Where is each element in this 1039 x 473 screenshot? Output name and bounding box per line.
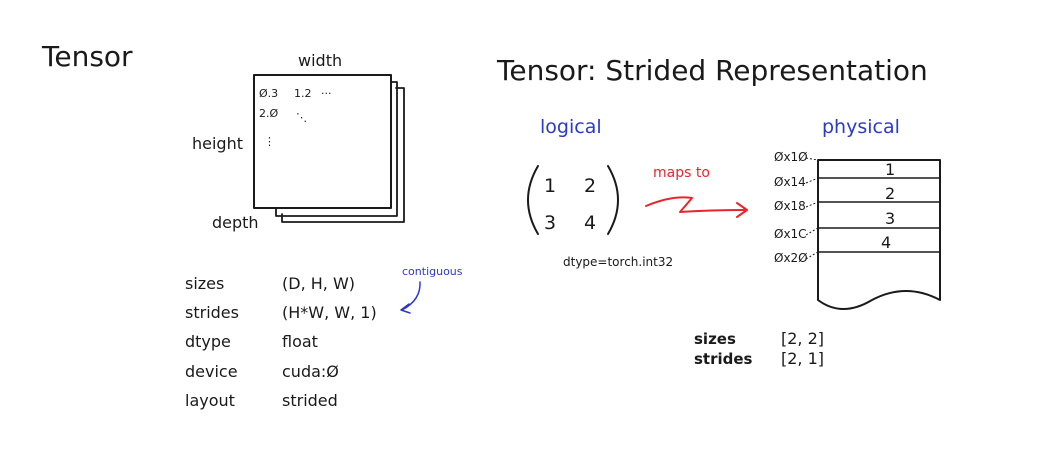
address-0: Øx1Ø: [774, 150, 808, 164]
leader-3: [805, 227, 819, 236]
tensor-cube: [253, 74, 405, 223]
width-label: width: [298, 51, 342, 70]
cube-back-sheet: [281, 87, 405, 223]
matrix-cell-c: 3: [544, 212, 556, 234]
contiguous-arrow-icon: [400, 281, 421, 314]
cell-r3c1: ⋮: [264, 135, 275, 148]
prop-key-device: device: [185, 362, 238, 381]
cell-r1c2: 1.2: [294, 87, 312, 100]
strided-sizes-key: sizes: [694, 330, 736, 348]
prop-value-strides: (H*W, W, 1): [282, 303, 377, 322]
matrix-left-paren: [527, 165, 539, 235]
prop-key-sizes: sizes: [185, 274, 224, 293]
prop-value-sizes: (D, H, W): [282, 274, 355, 293]
address-3: Øx1C: [774, 227, 807, 241]
matrix-cell-a: 1: [544, 175, 556, 197]
strided-properties: sizes [2, 2] strides [2, 1]: [694, 329, 824, 368]
memory-cell-0: 1: [885, 160, 895, 179]
leader-0: [805, 157, 819, 161]
address-4: Øx2Ø: [774, 251, 808, 265]
logical-label: logical: [540, 116, 602, 138]
strided-strides-value: [2, 1]: [781, 349, 824, 368]
prop-key-layout: layout: [185, 391, 235, 410]
prop-key-strides: strides: [185, 303, 239, 322]
properties-table: sizes (D, H, W) strides (H*W, W, 1) dtyp…: [185, 274, 377, 410]
matrix-cell-d: 4: [584, 212, 596, 234]
cell-r1c1: Ø.3: [259, 87, 278, 100]
memory-cell-1: 2: [885, 184, 895, 203]
cell-r2c2: ⋱: [296, 111, 307, 124]
memory-cell-3: 4: [881, 233, 891, 252]
physical-label: physical: [822, 116, 900, 138]
prop-value-dtype: float: [282, 332, 318, 351]
logical-matrix: 1 2 3 4: [527, 165, 619, 235]
depth-label: depth: [212, 213, 259, 232]
strided-title: Tensor: Strided Representation: [496, 54, 928, 87]
memory-cell-2: 3: [885, 209, 895, 228]
cube-middle-sheet: [275, 81, 398, 217]
height-label: height: [192, 134, 243, 153]
memory-addresses: Øx1Ø Øx14 Øx18 Øx1C Øx2Ø: [774, 150, 808, 265]
prop-value-layout: strided: [282, 391, 338, 410]
cube-front-sheet: [253, 74, 392, 209]
strided-strides-key: strides: [694, 350, 753, 368]
tensor-title: Tensor: [41, 40, 133, 73]
memory-block: 1 2 3 4: [805, 157, 941, 310]
contiguous-annotation: contiguous: [402, 265, 463, 278]
prop-value-device: cuda:Ø: [282, 362, 339, 381]
cell-r1c3: ···: [321, 87, 332, 100]
prop-key-dtype: dtype: [185, 332, 231, 351]
address-2: Øx18: [774, 199, 806, 213]
address-1: Øx14: [774, 175, 806, 189]
dtype-label: dtype=torch.int32: [563, 255, 673, 269]
leader-1: [805, 177, 819, 184]
memory-outline: [817, 159, 941, 310]
cell-r2c1: 2.Ø: [259, 107, 278, 120]
matrix-cell-b: 2: [584, 175, 596, 197]
leader-2: [805, 201, 819, 208]
strided-sizes-value: [2, 2]: [781, 329, 824, 348]
maps-to-label: maps to: [653, 165, 710, 181]
maps-to-arrow-icon: [645, 196, 748, 218]
leader-4: [805, 251, 819, 260]
matrix-right-paren: [607, 165, 619, 235]
